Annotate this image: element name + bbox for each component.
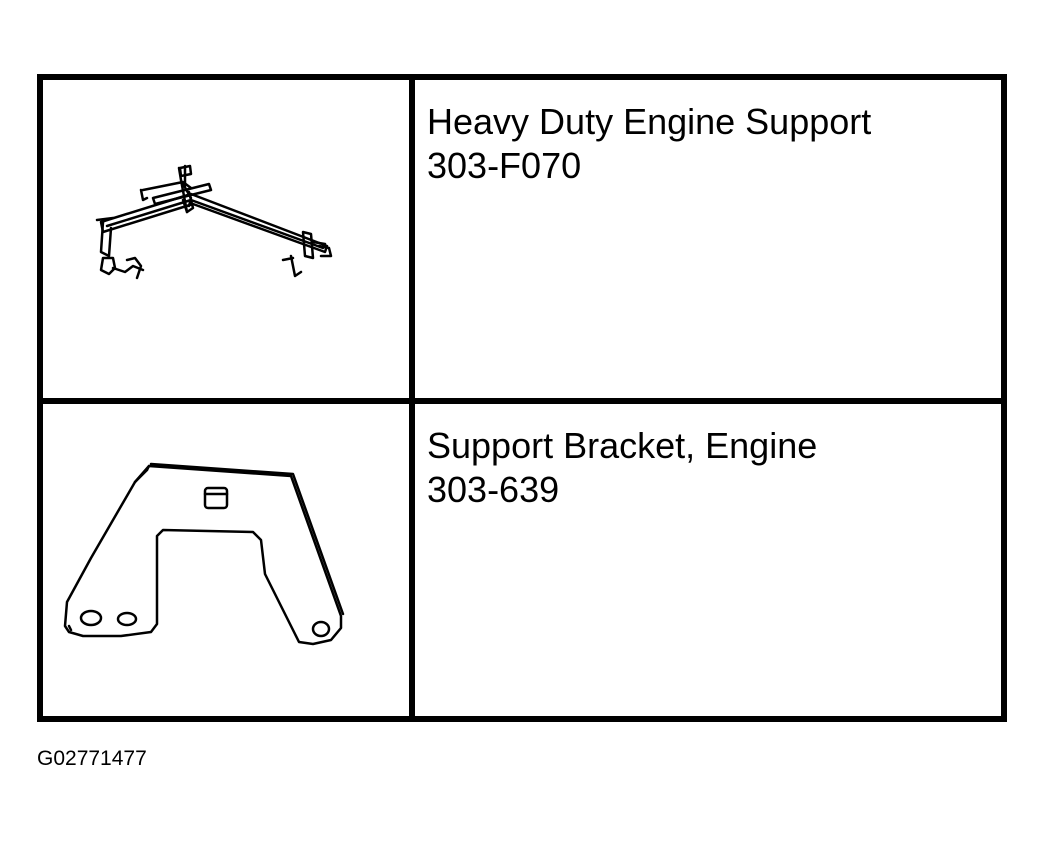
figure-id: G02771477 [37,747,147,770]
tool-row: Heavy Duty Engine Support 303-F070 [43,80,1001,398]
row-divider [43,398,1001,404]
column-divider [409,80,415,716]
support-bracket-illustration [63,462,345,646]
tool-image-cell [43,80,409,398]
tool-image-cell [43,404,409,722]
tool-name: Heavy Duty Engine Support [427,101,872,142]
engine-support-fixture-illustration [95,164,333,280]
tool-number: 303-F070 [427,145,582,186]
tool-table: Heavy Duty Engine Support 303-F070 [37,74,1007,722]
tool-name: Support Bracket, Engine [427,425,818,466]
tool-text-cell: Support Bracket, Engine 303-639 [415,404,1001,722]
tool-number: 303-639 [427,469,560,510]
tool-text-cell: Heavy Duty Engine Support 303-F070 [415,80,1001,398]
tool-row: Support Bracket, Engine 303-639 [43,404,1001,722]
